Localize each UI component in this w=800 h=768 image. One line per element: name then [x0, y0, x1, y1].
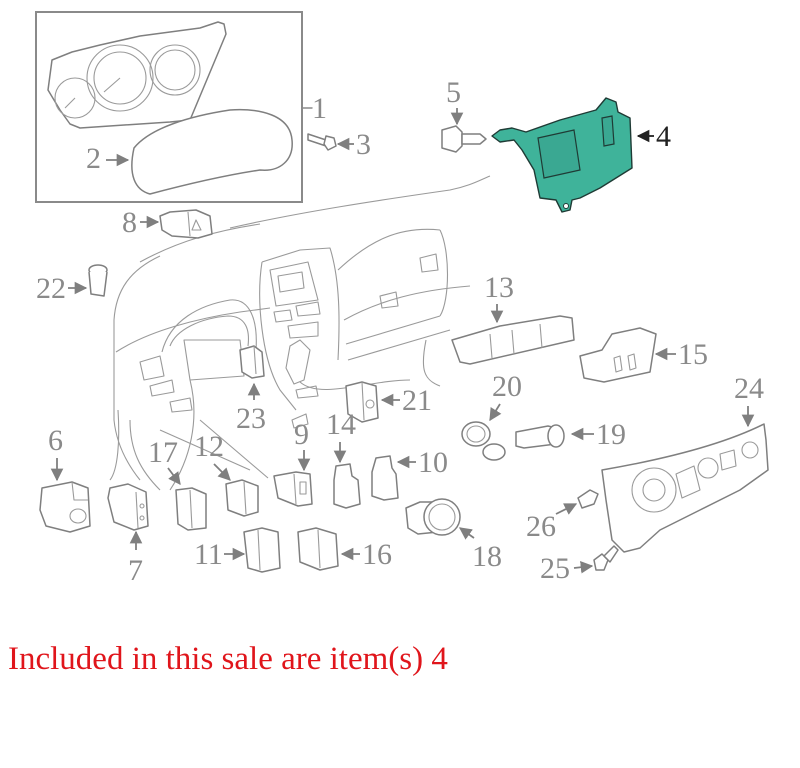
part-15[interactable] — [579, 327, 657, 383]
callout-7: 7 — [128, 554, 143, 587]
sale-note: Included in this sale are item(s) 4 — [8, 641, 448, 677]
callout-19: 19 — [596, 418, 626, 451]
part-24-group: 24 — [601, 372, 769, 553]
part-18-group: 18 — [405, 498, 502, 573]
callout-3: 3 — [356, 128, 371, 161]
part-26[interactable] — [577, 489, 599, 509]
instrument-cluster-part[interactable] — [47, 21, 227, 129]
callout-5: 5 — [446, 76, 461, 109]
callout-12: 12 — [194, 430, 224, 463]
part-9-group: 9 — [273, 418, 313, 507]
part-17[interactable] — [175, 487, 207, 531]
part-23[interactable] — [239, 345, 265, 379]
callout-24: 24 — [734, 372, 764, 405]
part-11[interactable] — [243, 527, 281, 573]
callout-18: 18 — [472, 540, 502, 573]
callout-8: 8 — [122, 206, 137, 239]
part-6-group: 6 — [39, 424, 91, 533]
callout-14: 14 — [326, 408, 356, 441]
part-16[interactable] — [297, 527, 339, 571]
callout-9: 9 — [294, 418, 309, 451]
part-12-group: 12 — [194, 430, 259, 517]
callout-1: 1 — [312, 92, 327, 125]
callout-2: 2 — [86, 142, 101, 175]
part-10[interactable] — [371, 455, 399, 501]
part-18[interactable] — [405, 498, 461, 536]
callout-11: 11 — [194, 538, 223, 571]
hazard-switch-group: 8 — [122, 206, 213, 239]
hazard-switch-part[interactable] — [159, 209, 213, 239]
part-16-group: 16 — [297, 527, 392, 571]
callout-6: 6 — [48, 424, 63, 457]
part-14-group: 14 — [326, 408, 361, 509]
callout-21: 21 — [402, 384, 432, 417]
part-13-group: 13 — [451, 271, 575, 365]
callout-23: 23 — [236, 402, 266, 435]
part-20[interactable] — [461, 421, 506, 461]
callout-4: 4 — [656, 120, 671, 153]
part-17-group: 17 — [148, 436, 207, 531]
screw-part[interactable] — [307, 133, 337, 151]
part-22[interactable] — [88, 264, 108, 297]
part-7[interactable] — [107, 483, 149, 531]
cluster-lens-part[interactable] — [131, 108, 293, 195]
instrument-cluster-group: 1 2 — [35, 11, 327, 203]
callout-22: 22 — [36, 272, 66, 305]
part-15-group: 15 — [579, 327, 708, 383]
climate-control-panel-part[interactable] — [601, 423, 769, 553]
part-26-group: 26 — [526, 489, 599, 543]
part-21[interactable] — [345, 381, 379, 423]
part-9[interactable] — [273, 471, 313, 507]
callout-16: 16 — [362, 538, 392, 571]
callout-17: 17 — [148, 436, 178, 469]
callout-20: 20 — [492, 370, 522, 403]
part-21-group: 21 — [345, 381, 432, 423]
part-6[interactable] — [39, 481, 91, 533]
callout-25: 25 — [540, 552, 570, 585]
callout-13: 13 — [484, 271, 514, 304]
part-23-group: 23 — [236, 345, 266, 435]
part-22-group: 22 — [36, 264, 108, 305]
part-19-group: 19 — [515, 418, 626, 451]
screw-3-group: 3 — [307, 128, 371, 161]
part-25[interactable] — [593, 545, 619, 571]
part-14[interactable] — [333, 463, 361, 509]
part-7-group: 7 — [107, 483, 149, 587]
callout-15: 15 — [678, 338, 708, 371]
part-10-group: 10 — [371, 446, 448, 501]
part-19[interactable] — [515, 424, 565, 449]
cluster-frame — [35, 11, 303, 203]
parts-diagram: 1 2 3 4 5 — [35, 11, 769, 587]
part-20-group: 20 — [461, 370, 522, 461]
part-12[interactable] — [225, 479, 259, 517]
part-11-group: 11 — [194, 527, 281, 573]
clip-part[interactable] — [441, 125, 487, 153]
part-4-highlighted[interactable] — [491, 97, 633, 213]
callout-10: 10 — [418, 446, 448, 479]
clip-5-group: 5 — [441, 76, 487, 153]
callout-26: 26 — [526, 510, 556, 543]
part-25-group: 25 — [540, 545, 619, 585]
part-13[interactable] — [451, 315, 575, 365]
